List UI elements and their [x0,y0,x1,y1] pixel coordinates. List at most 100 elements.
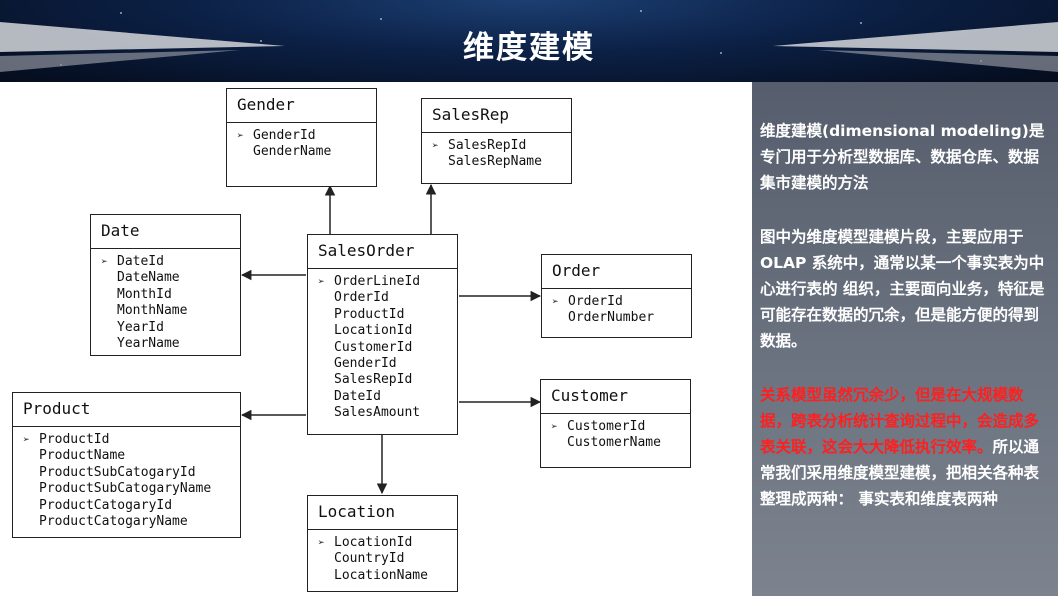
entity-field-label: CustomerName [567,435,661,451]
entity-location-title: Location [308,496,457,530]
entity-field: ➢ ProductId [23,432,240,448]
relationship-connectors [240,183,542,495]
arrowhead-key-icon: ➢ [237,129,244,142]
entity-order-title: Order [542,255,691,289]
entity-field-label: GenderName [253,144,332,160]
entity-customer-title: Customer [541,380,690,414]
entity-field: ➢ DateId [101,254,240,270]
entity-field: CustomerId [318,340,457,356]
entity-field: LocationName [318,568,457,584]
entity-field-label: DateId [334,388,381,404]
entity-field: ➢ LocationId [318,535,457,551]
right-wing-decoration [773,22,1058,72]
arrowhead-key-icon: ➢ [432,139,439,152]
entity-field: SalesRepName [432,154,571,170]
entity-field: DateName [101,270,240,286]
entity-field-label: LocationName [334,567,428,583]
entity-field: SalesRepId [318,372,457,388]
entity-salesrep-title: SalesRep [422,99,571,133]
entity-field: ➢ CustomerId [551,419,690,435]
entity-field-label: CountryId [334,551,405,567]
entity-field-label: ProductId [334,306,405,322]
entity-field-label: MonthId [117,286,172,302]
description-panel: 维度建模(dimensional modeling)是专门用于分析型数据库、数据… [752,82,1058,596]
entity-field-label: SalesAmount [334,405,421,421]
entity-field-label: OrderNumber [568,310,655,326]
entity-field: GenderName [237,144,376,160]
entity-field: ProductId [318,307,457,323]
entity-field: OrderId [318,290,457,306]
entity-field-label: CustomerId [567,419,646,434]
arrowhead-key-icon: ➢ [318,536,325,549]
entity-field-label: SalesRepId [334,372,413,388]
entity-field: YearName [101,336,240,352]
entity-field-label: ProductId [39,432,110,447]
entity-field: ProductCatogaryName [23,514,240,530]
entity-field-label: ProductSubCatogaryId [39,464,196,480]
entity-field-label: SalesRepId [448,138,527,153]
entity-field: CountryId [318,551,457,567]
left-wing-decoration [0,22,285,72]
arrowhead-key-icon: ➢ [23,433,30,446]
entity-field: LocationId [318,323,457,339]
arrowhead-key-icon: ➢ [551,420,558,433]
entity-field-label: CustomerId [334,339,413,355]
entity-field-label: DateName [117,270,180,286]
entity-field-label: MonthName [117,303,188,319]
entity-field-label: OrderLineId [334,274,421,289]
description-paragraph-2: 图中为维度模型建模片段，主要应用于 OLAP 系统中，通常以某一个事实表为中心进… [760,228,1045,350]
entity-product-title: Product [13,393,240,427]
entity-date-title: Date [91,215,240,249]
entity-field-label: YearId [117,319,164,335]
entity-field: YearId [101,320,240,336]
entity-field: CustomerName [551,435,690,451]
entity-field-label: SalesRepName [448,154,542,170]
entity-field: DateId [318,389,457,405]
page-title: 维度建模 [463,30,595,66]
arrowhead-key-icon: ➢ [552,295,559,308]
entity-field: OrderNumber [552,310,691,326]
entity-field: ProductSubCatogaryName [23,481,240,497]
entity-field: SalesAmount [318,405,457,421]
entity-field: ➢ OrderId [552,294,691,310]
entity-field: ➢ SalesRepId [432,138,571,154]
entity-field: ➢OrderLineId [318,274,457,290]
entity-field: MonthId [101,287,240,303]
entity-field-label: LocationId [334,323,413,339]
entity-field-label: ProductName [39,448,126,464]
entity-field-label: GenderId [253,128,316,143]
arrowhead-key-icon: ➢ [101,255,108,268]
entity-field: GenderId [318,356,457,372]
entity-field-label: ProductCatogaryId [39,497,173,513]
entity-field: ProductCatogaryId [23,498,240,514]
entity-field-label: OrderId [334,290,389,306]
description-paragraph-3-tail: 所以通常我们采用维度模型建模，把相关各种表整理成两种： 事实表和维度表两种 [760,438,1040,508]
entity-field-label: ProductSubCatogaryName [39,481,212,497]
entity-field-label: OrderId [568,294,623,309]
entity-field: ProductName [23,448,240,464]
entity-field: MonthName [101,303,240,319]
description-paragraph-1: 维度建模(dimensional modeling)是专门用于分析型数据库、数据… [760,122,1045,192]
entity-field: ProductSubCatogaryId [23,465,240,481]
entity-field-label: DateId [117,254,164,269]
description-paragraph-3: 关系模型虽然冗余少，但是在大规模数据，跨表分析统计查询过程中，会造成多表关联，这… [760,382,1052,512]
entity-gender-title: Gender [227,89,376,123]
entity-field-label: YearName [117,336,180,352]
entity-field-label: LocationId [334,535,413,550]
entity-salesorder-title: SalesOrder [308,235,457,269]
